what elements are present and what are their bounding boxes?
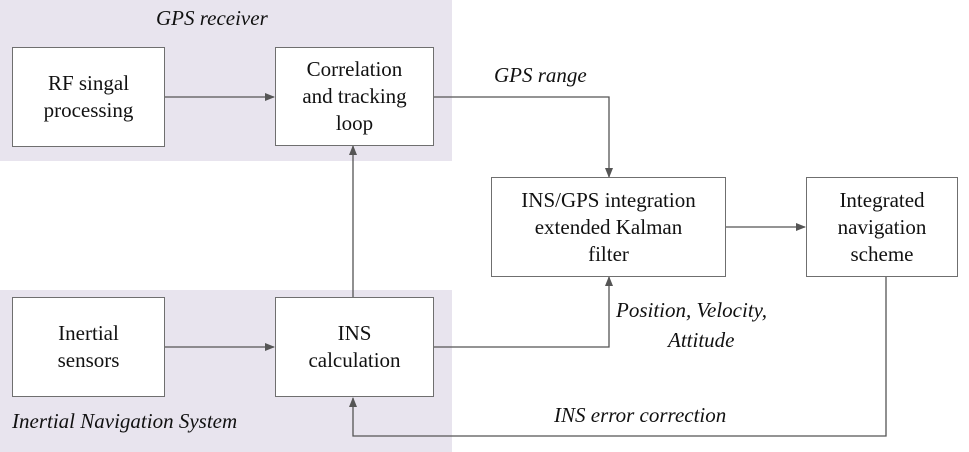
- arrow-gps-range: [434, 96, 613, 178]
- gps-receiver-label: GPS receiver: [156, 6, 268, 30]
- arrow-pva: [434, 276, 613, 348]
- ins-calculation-box: INS calculation: [275, 297, 434, 397]
- correlation-tracking-label: Correlation and tracking loop: [302, 57, 407, 135]
- inertial-sensors-box: Inertial sensors: [12, 297, 165, 397]
- rf-signal-processing-box: RF singal processing: [12, 47, 165, 147]
- ekf-integration-label: INS/GPS integration extended Kalman filt…: [521, 187, 696, 266]
- pva-label-line1: Position, Velocity,: [616, 298, 768, 322]
- gps-range-label: GPS range: [494, 63, 587, 87]
- ins-calculation-label: INS calculation: [308, 321, 401, 372]
- pva-label-line2: Attitude: [668, 328, 735, 352]
- ins-group-label: Inertial Navigation System: [12, 409, 238, 433]
- integrated-navigation-scheme-label: Integrated navigation scheme: [837, 187, 927, 266]
- inertial-sensors-label: Inertial sensors: [57, 321, 120, 372]
- ekf-integration-box: INS/GPS integration extended Kalman filt…: [491, 177, 726, 277]
- ins-error-correction-label: INS error correction: [554, 403, 727, 427]
- rf-signal-processing-label: RF singal processing: [43, 71, 134, 122]
- correlation-tracking-box: Correlation and tracking loop: [275, 47, 434, 146]
- arrow-error-correction: [349, 277, 887, 437]
- integrated-navigation-scheme-box: Integrated navigation scheme: [806, 177, 958, 277]
